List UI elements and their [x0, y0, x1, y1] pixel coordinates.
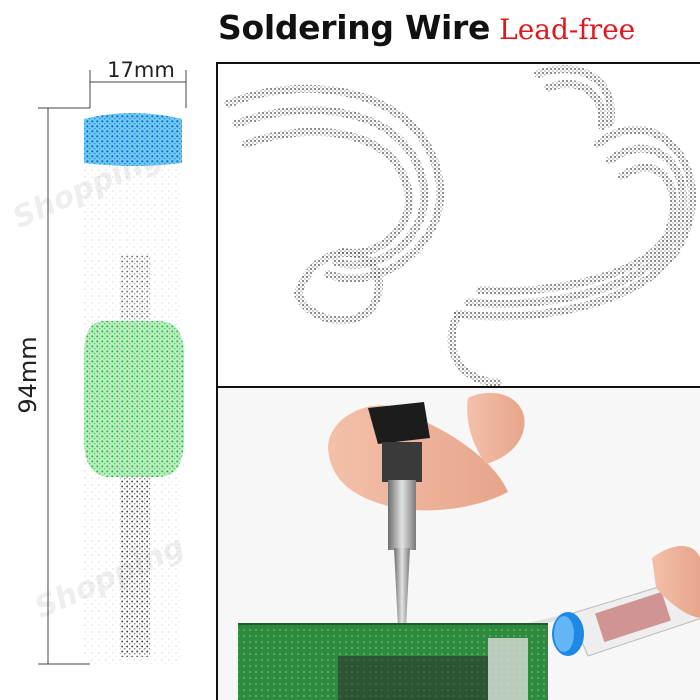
- wire-coil-panel: [216, 62, 700, 388]
- dimension-lines: [38, 70, 187, 665]
- solder-tube-image: [84, 113, 184, 665]
- solder-coil-image: [224, 65, 696, 386]
- soldering-scene-panel: [216, 388, 700, 700]
- soldering-iron-image: [218, 388, 700, 700]
- dimension-height-label: 94mm: [14, 336, 42, 414]
- dimension-width-label: 17mm: [107, 58, 175, 82]
- title-block: Soldering Wire Lead-free: [218, 8, 635, 52]
- title-sub: Lead-free: [499, 13, 636, 46]
- title-main: Soldering Wire: [218, 8, 491, 47]
